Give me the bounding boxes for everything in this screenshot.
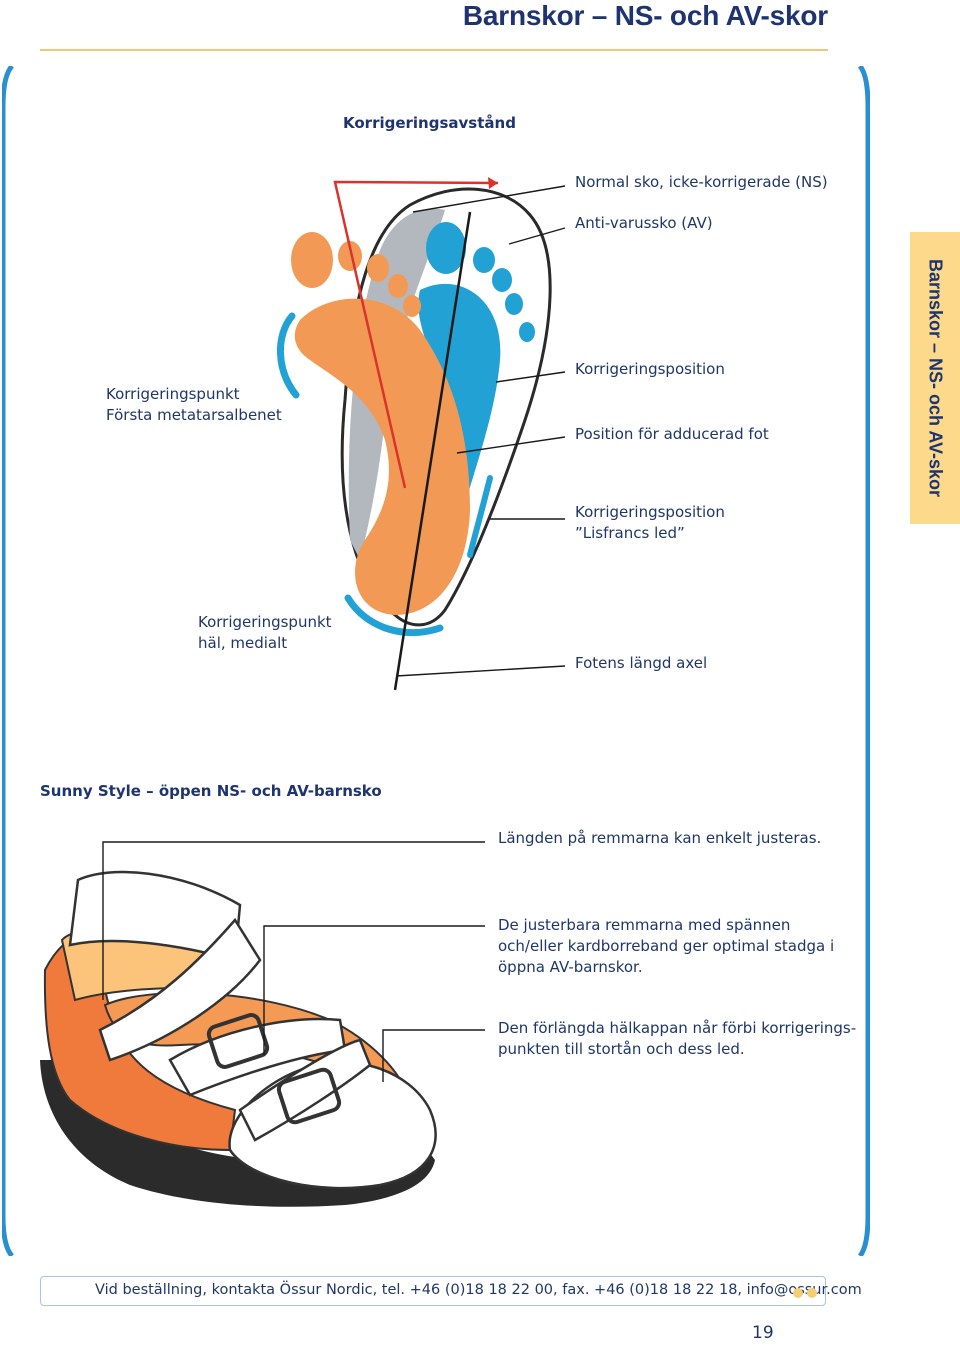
foot-orange bbox=[294, 298, 470, 615]
label-normal-shoe: Normal sko, icke-korrigerade (NS) bbox=[575, 173, 828, 191]
label-heel-point: Korrigeringspunkt häl, medialt bbox=[198, 613, 332, 652]
sandal-heading: Sunny Style – öppen NS- och AV-barnsko bbox=[40, 782, 382, 800]
label-adducted-foot: Position för adducerad fot bbox=[575, 425, 769, 443]
footer-contact-box: Vid beställning, kontakta Össur Nordic, … bbox=[40, 1276, 862, 1306]
footer-contact-text: Vid beställning, kontakta Össur Nordic, … bbox=[95, 1282, 862, 1298]
dot-icon bbox=[793, 1288, 803, 1298]
side-tab: Barnskor – NS- och AV-skor bbox=[910, 232, 960, 524]
buckle-icon bbox=[276, 1067, 342, 1125]
title-divider bbox=[40, 49, 828, 51]
page-title: Barnskor – NS- och AV-skor bbox=[462, 0, 828, 31]
sandal-ankle-strap-diagonal bbox=[98, 917, 262, 1062]
toe-blue-3 bbox=[492, 268, 512, 292]
sole-grey bbox=[348, 208, 445, 560]
lisfranc-mark bbox=[467, 475, 493, 558]
buckle-icon bbox=[206, 1013, 270, 1069]
metatarsal-mark bbox=[277, 312, 300, 399]
label-correction-position: Korrigeringsposition bbox=[575, 360, 725, 378]
label-long-axis: Fotens längd axel bbox=[575, 654, 708, 672]
label-anti-varus: Anti-varussko (AV) bbox=[575, 214, 713, 232]
toe-blue-2 bbox=[473, 247, 495, 273]
foot-diagram bbox=[277, 177, 566, 691]
sandal-illustration bbox=[40, 841, 485, 1207]
toe-orange-3 bbox=[367, 254, 389, 282]
dot-icon bbox=[807, 1288, 817, 1298]
correction-angle bbox=[333, 180, 499, 489]
toe-orange-2 bbox=[338, 241, 362, 271]
page-number: 19 bbox=[752, 1323, 774, 1343]
callout-straps: Längden på remmarna kan enkelt justeras. bbox=[498, 829, 822, 847]
heel-mark bbox=[344, 594, 444, 637]
toe-orange-4 bbox=[388, 274, 408, 298]
toe-blue-4 bbox=[505, 293, 523, 315]
label-metatarsal: Korrigeringspunkt Första metatarsalbenet bbox=[106, 385, 282, 424]
toe-orange-1 bbox=[291, 232, 333, 288]
toe-blue-1 bbox=[426, 222, 466, 274]
foot-long-axis bbox=[393, 211, 472, 691]
callout-heel-counter: Den förlängda hälkappan når förbi korrig… bbox=[498, 1019, 857, 1058]
toe-blue-5 bbox=[519, 322, 535, 342]
label-lisfranc: Korrigeringsposition ”Lisfrancs led” bbox=[575, 503, 725, 542]
callout-buckles: De justerbara remmarna med spännen och/e… bbox=[498, 916, 835, 976]
toe-orange-5 bbox=[403, 295, 421, 317]
foot-diagram-heading: Korrigeringsavstånd bbox=[343, 114, 516, 132]
